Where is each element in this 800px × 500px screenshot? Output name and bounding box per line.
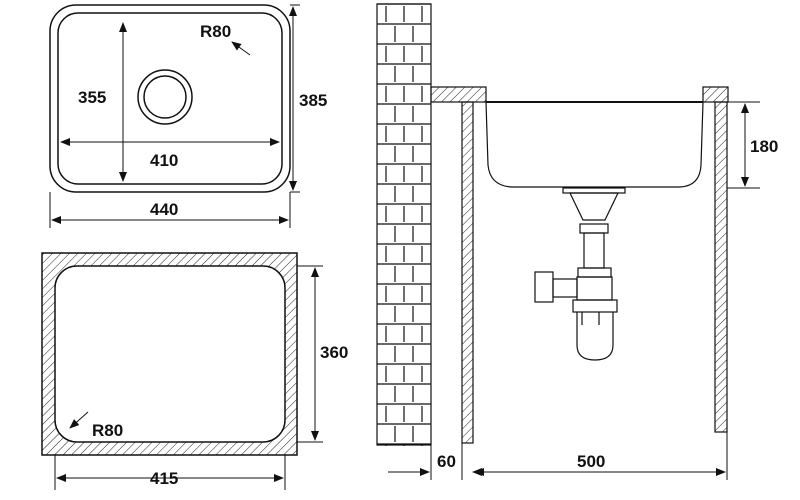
drain-trap [534,187,626,361]
side-view [376,3,760,480]
radius-leader [69,411,89,429]
top-view [49,4,300,228]
countertop-hatch [41,252,298,456]
dim-355-label: 355 [78,88,106,107]
radius-leader [231,41,251,56]
cabinet-panel-right [714,101,728,433]
cutout-radius-label: R80 [92,421,123,440]
sink-bowl [57,12,283,185]
dim-500-label: 500 [577,452,605,471]
dim-385-label: 385 [299,91,327,110]
drain-inner [143,75,187,119]
dim-440-label: 440 [150,200,178,219]
dim-60-label: 60 [437,452,456,471]
dim-360-label: 360 [320,343,348,362]
sink-bowl-section [485,101,704,188]
dim-180-label: 180 [750,137,778,156]
countertop-left [430,86,487,103]
top-radius-label: R80 [200,22,231,41]
drain-outer [137,69,193,125]
countertop-right [702,86,729,103]
cutout-view [41,252,323,490]
brick-wall [376,3,432,446]
cabinet-panel-left [461,101,474,444]
dim-415-label: 415 [150,469,178,488]
dim-410-label: 410 [150,151,178,170]
